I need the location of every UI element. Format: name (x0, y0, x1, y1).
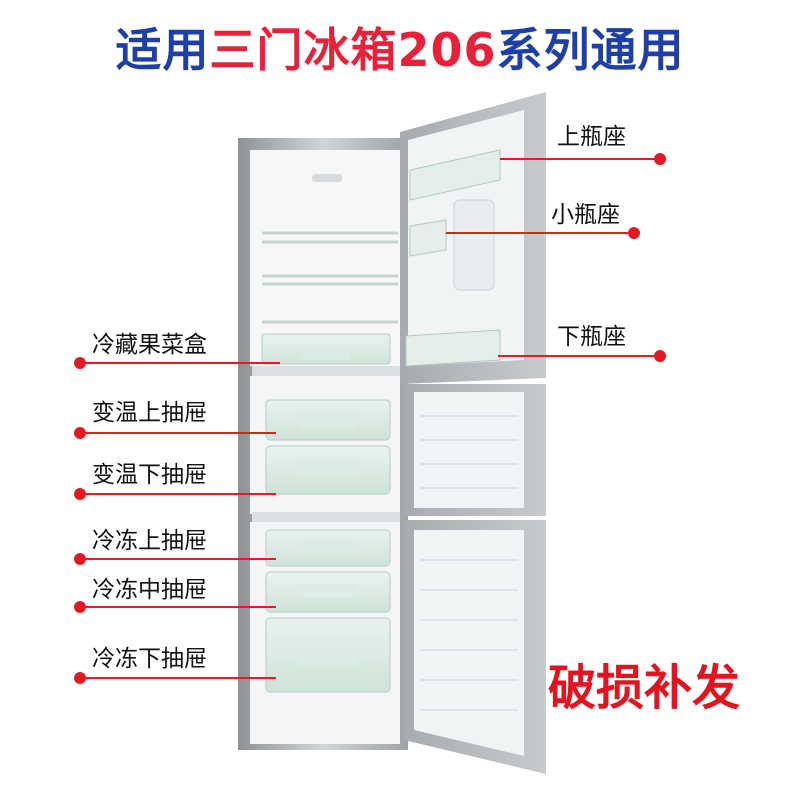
freezer-drawers (265, 529, 391, 693)
title-part-blue-2: 系列通用 (496, 23, 685, 77)
callout-dot-variable-upper (74, 427, 86, 439)
label-lower-bottle-seat: 下瓶座 (555, 322, 628, 352)
fridge-crisper (261, 333, 391, 365)
replacement-promo-text: 破损补发 (548, 660, 741, 716)
callout-dot-fridge-crisper (74, 357, 86, 369)
label-upper-bottle-seat: 上瓶座 (555, 122, 628, 152)
callout-line-freezer-lower (80, 677, 276, 679)
label-variable-lower-drawer: 变温下抽屉 (90, 460, 209, 490)
callout-dot-freezer-upper (74, 553, 86, 565)
variable-drawers (265, 399, 391, 495)
callout-line-freezer-middle (80, 606, 276, 608)
label-fridge-crisper: 冷藏果菜盒 (90, 330, 209, 360)
callout-dot-small-bottle-seat (628, 227, 640, 239)
callout-dot-freezer-middle (74, 601, 86, 613)
callout-line-freezer-upper (80, 558, 276, 560)
callout-line-upper-bottle-seat (500, 158, 660, 160)
callout-dot-upper-bottle-seat (654, 153, 666, 165)
label-variable-upper-drawer: 变温上抽屉 (90, 398, 209, 428)
label-freezer-middle-drawer: 冷冻中抽屉 (90, 575, 209, 605)
label-freezer-upper-drawer: 冷冻上抽屉 (90, 526, 209, 556)
upper-door-open (400, 92, 546, 384)
callout-line-lower-bottle-seat (498, 355, 660, 357)
title-part-blue-1: 适用 (115, 23, 210, 77)
callout-dot-variable-lower (74, 488, 86, 500)
callout-dot-lower-bottle-seat (654, 350, 666, 362)
label-freezer-lower-drawer: 冷冻下抽屉 (90, 644, 209, 674)
product-title: 适用三门冰箱206系列通用 (0, 14, 800, 80)
middle-door (404, 384, 546, 516)
callout-line-variable-upper (80, 432, 276, 434)
title-part-red: 三门冰箱206 (209, 23, 497, 77)
callout-line-variable-lower (80, 493, 276, 495)
label-small-bottle-seat: 小瓶座 (549, 200, 622, 230)
callout-dot-freezer-lower (74, 672, 86, 684)
glass-shelves (262, 231, 398, 324)
callout-line-fridge-crisper (80, 362, 280, 364)
callout-line-small-bottle-seat (446, 232, 634, 234)
lower-door (404, 520, 546, 774)
